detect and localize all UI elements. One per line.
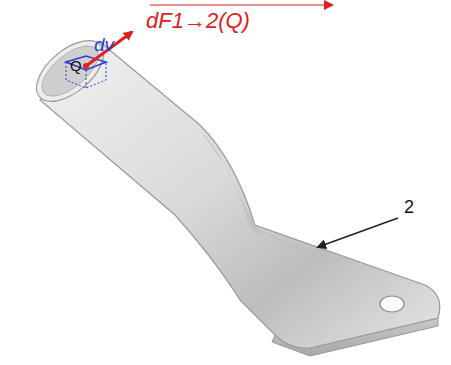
leader-line	[318, 218, 398, 247]
volume-element	[66, 56, 106, 88]
point-label: Q	[70, 58, 82, 73]
tube-end	[26, 29, 114, 113]
force-label: dF1→2(Q)	[146, 10, 250, 32]
volume-label: dv	[94, 35, 114, 54]
crease	[255, 228, 330, 262]
bend-shade	[200, 130, 262, 236]
bolt-hole	[380, 296, 404, 312]
lug-body	[40, 42, 440, 348]
vector-overline	[150, 5, 332, 6]
force-vector	[86, 32, 132, 66]
callout-number: 2	[404, 198, 414, 216]
